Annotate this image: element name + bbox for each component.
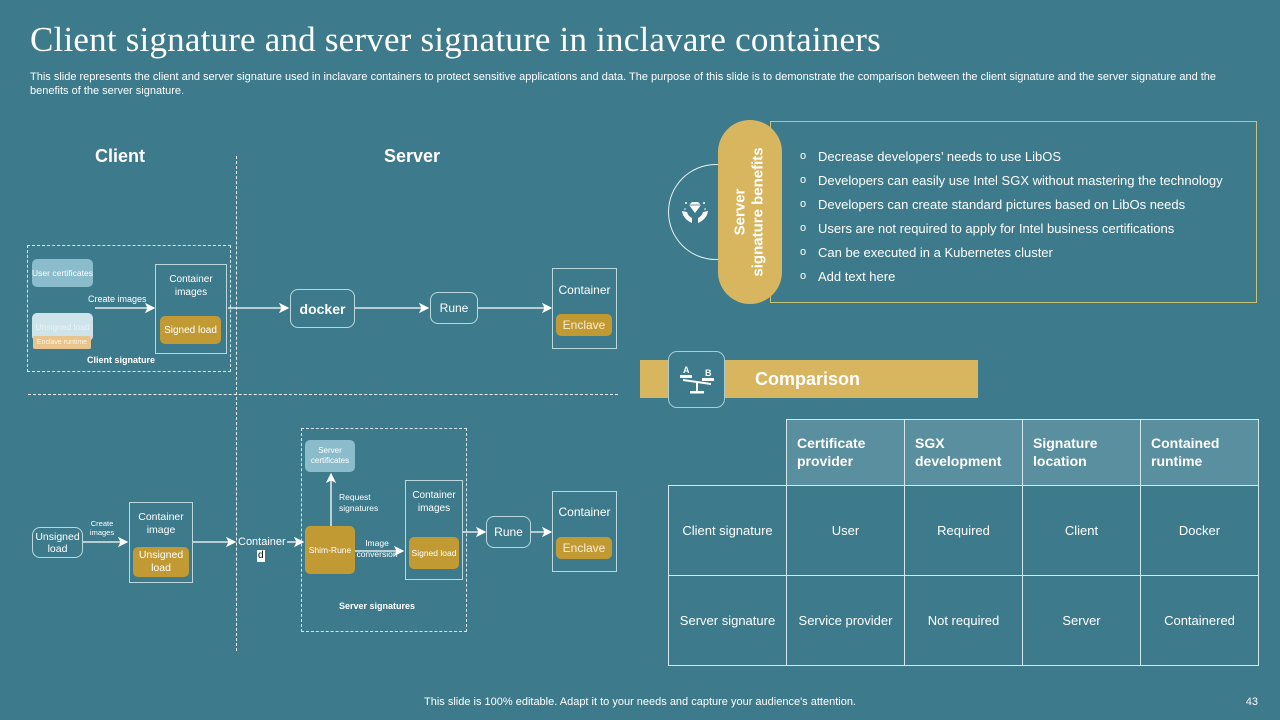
bullet-icon: o [800,270,807,282]
benefit-item: o Users are not required to apply for Int… [800,216,1223,240]
benefit-item: o Developers can easily use Intel SGX wit… [800,168,1223,192]
svg-text:A: A [683,365,690,375]
create-images-label: Create images [88,294,147,304]
benefits-heading: Server signature benefits [732,147,768,276]
client-heading: Client [95,146,146,166]
diamond-in-hands-icon [679,196,711,228]
benefit-item: o Developers can create standard pictures… [800,192,1223,216]
page-subtitle: This slide represents the client and ser… [30,71,1217,97]
benefit-text: Developers can create standard pictures … [818,196,1186,212]
comparison-heading: Comparison [755,369,861,389]
table-corner-cell [668,419,787,486]
balance-scale-icon: A B [679,365,714,393]
bullet-icon: o [800,150,807,162]
benefits-heading-pill: Server signature benefits [718,120,782,304]
table-cell: Containered [1140,575,1259,666]
docker-box: docker [290,289,355,328]
container-box: Container [552,268,617,349]
benefits-heading-line1: Server [732,188,750,236]
container-server-box: Container [552,491,617,572]
table-header-cell: Certificate provider [786,419,905,486]
container-image-box: Container image [129,502,193,583]
table-header-cell: Signature location [1022,419,1141,486]
benefit-text: Add text here [818,268,896,284]
table-row: Server signature Service provider Not re… [668,575,1259,666]
benefit-text: Decrease developers’ needs to use LibOS [818,148,1062,164]
container-image-label: Container image [138,511,184,536]
client-signature-label: Client signature [87,355,156,365]
table-cell: Service provider [786,575,905,666]
page-number: 43 [1245,696,1258,708]
table-header-cell: SGX development [904,419,1023,486]
enclave-server-box: Enclave [556,537,612,559]
shim-rune-box: Shim-Rune [305,526,355,574]
bullet-icon: o [800,198,807,210]
signed-load-server-box: Signed load [409,537,459,569]
unsigned-load-inner-box: Unsigned load [133,547,189,577]
row-label: Server signature [668,575,787,666]
table-header-row: Certificate provider SGX development Sig… [668,419,1259,486]
containerd-suffix: d [257,550,265,562]
containerd-label: Container [238,536,286,548]
benefits-list: o Decrease developers’ needs to use LibOS… [800,144,1223,288]
image-conversion-label: Image conversion [356,538,398,559]
icon-arc [668,164,764,260]
horizontal-divider [28,394,618,395]
table-row: Client signature User Required Client Do… [668,485,1259,576]
benefit-text: Developers can easily use Intel SGX with… [818,172,1223,188]
footer-note: This slide is 100% editable. Adapt it to… [424,696,856,708]
enclave-runtime-box: Enclave runtime [33,336,91,349]
bullet-icon: o [800,174,807,186]
table-header-cell: Contained runtime [1140,419,1259,486]
containerd-text: Container [238,536,286,548]
client-signature-group [27,245,231,372]
benefit-text: Users are not required to apply for Inte… [818,220,1175,236]
server-signatures-label: Server signatures [339,601,416,611]
container-images-server-label: Container images [412,490,456,514]
container-images-label: Container images [169,274,213,298]
container-images-server-box: Container images [405,480,463,580]
server-heading: Server [384,146,441,166]
table-cell: Not required [904,575,1023,666]
bullet-icon: o [800,246,807,258]
benefits-heading-line2: signature benefits [750,147,768,277]
table-cell: Required [904,485,1023,576]
create-images-server-label: Create images [89,519,115,537]
benefit-item: o Add text here [800,264,1223,288]
user-certificates-box: User certificates [32,259,93,287]
request-signatures-label: Request signatures [339,492,379,513]
table-cell: Client [1022,485,1141,576]
rune-box: Rune [430,292,478,324]
rune-server-box: Rune [486,516,531,548]
comparison-icon-frame: A B [668,351,725,408]
comparison-table: Certificate provider SGX development Sig… [668,419,1259,666]
benefit-item: o Decrease developers’ needs to use LibOS [800,144,1223,168]
container-server-label: Container [558,505,611,519]
page-title: Client signature and server signature in… [30,20,881,59]
container-images-box: Container images [155,264,227,354]
svg-text:B: B [705,368,712,378]
table-cell: User [786,485,905,576]
vertical-divider [236,156,237,651]
server-signatures-group [301,428,467,632]
enclave-box: Enclave [556,314,612,336]
bullet-icon: o [800,222,807,234]
table-cell: Docker [1140,485,1259,576]
server-certificates-box: Server certificates [305,440,355,472]
unsigned-load-source-box: Unsigned load [32,527,83,558]
table-cell: Server [1022,575,1141,666]
container-label: Container [558,283,611,297]
row-label: Client signature [668,485,787,576]
signed-load-box: Signed load [160,316,221,344]
benefit-text: Can be executed in a Kubernetes cluster [818,244,1053,260]
benefit-item: o Can be executed in a Kubernetes cluster [800,240,1223,264]
